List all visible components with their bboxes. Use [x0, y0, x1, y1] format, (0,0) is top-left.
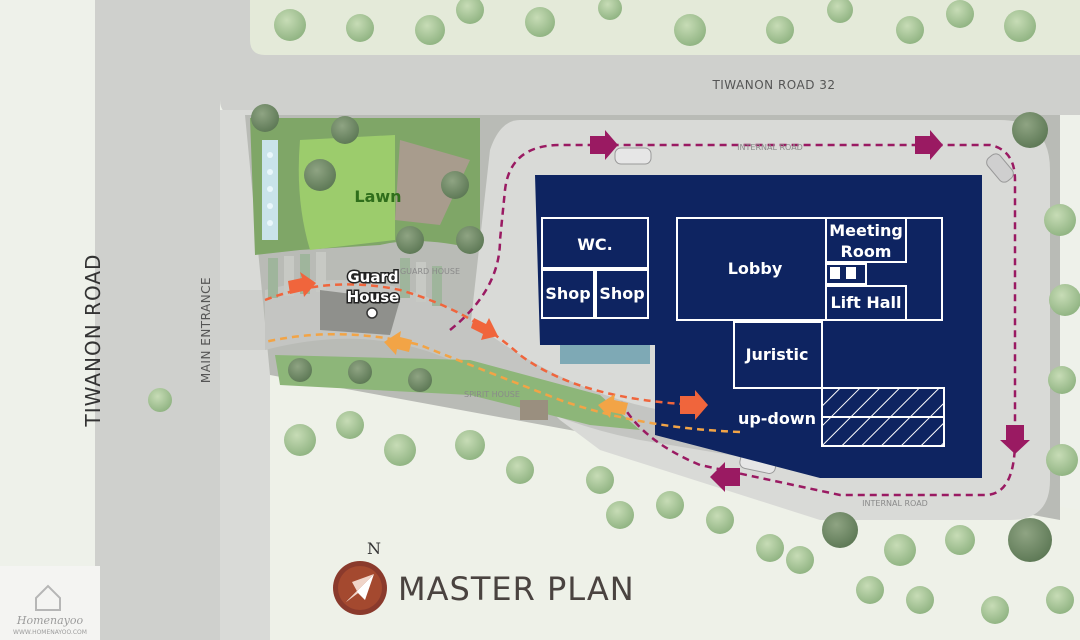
lift-hall [825, 285, 907, 321]
wc-label: WC. [577, 235, 612, 254]
arrow-left-icon [598, 394, 628, 418]
paving-stripes [268, 252, 442, 306]
house-logo-icon [35, 584, 61, 611]
outbound-route-path [264, 332, 741, 434]
meeting-room-label-line1: Meeting [829, 221, 903, 240]
arrow-right-icon [471, 318, 498, 340]
tiwanon-road-label: TIWANON ROAD [81, 254, 105, 428]
guard-house-pad [320, 290, 400, 335]
main-entrance-label: MAIN ENTRANCE [199, 277, 213, 383]
internal-route-arrows [590, 130, 1030, 492]
watermark-box [0, 566, 100, 640]
watermark-url: WWW.HOMENAYOO.COM [13, 629, 87, 636]
arrow-right-icon [915, 130, 943, 160]
trees [148, 0, 1080, 624]
meeting-room [825, 217, 907, 263]
lobby-label: Lobby [728, 259, 783, 278]
shop-2-label: Shop [599, 284, 644, 303]
internal-route-path [449, 143, 1017, 497]
outbound-route-arrows [384, 331, 628, 418]
shop-1 [541, 269, 595, 319]
guard-house-small-label: GUARD HOUSE [400, 267, 460, 276]
watermark-brand: Homenayoo [16, 614, 84, 627]
arrow-left-icon [384, 331, 412, 355]
lift-hall-label: Lift Hall [830, 293, 901, 312]
lift-box [825, 263, 867, 285]
internal-road-top-label: INTERNAL ROAD [737, 143, 803, 152]
up-down-label: up-down [738, 409, 816, 428]
arrow-right-icon [288, 272, 316, 297]
north-green-strip [250, 0, 1080, 60]
water-dots [267, 152, 273, 226]
main-entrance-drive [220, 290, 270, 350]
lawn-label: Lawn [354, 187, 401, 206]
tiwanon-road [95, 0, 220, 640]
north-label: N [367, 539, 381, 558]
lobby [676, 217, 943, 321]
juristic-label: Juristic [745, 345, 809, 364]
juristic-office [733, 321, 823, 389]
internal-road-bottom-label: INTERNAL ROAD [862, 499, 928, 508]
spirit-house [520, 400, 548, 420]
spirit-house-label: SPIRIT HOUSE [464, 390, 520, 399]
tiwanon-road-32 [220, 0, 1080, 115]
guard-house-label-line1: Guard [347, 268, 398, 286]
arrow-left-icon [710, 462, 740, 492]
garden-deck [395, 140, 470, 225]
inbound-route-arrows [288, 272, 708, 420]
compass-north-icon [333, 561, 387, 615]
arrow-right-icon [590, 130, 618, 160]
arrow-down-icon [1000, 425, 1030, 454]
tiwanon-road-32-label: TIWANON ROAD 32 [711, 78, 835, 92]
arrow-right-icon [680, 390, 708, 420]
wc-room [541, 217, 649, 269]
master-plan-title: MASTER PLAN [398, 570, 635, 608]
lift-1-icon [830, 267, 840, 279]
lift-2-icon [846, 267, 856, 279]
meeting-room-label-line2: Room [841, 242, 892, 261]
guard-house-label-line2: House [347, 288, 400, 306]
shop-2 [595, 269, 649, 319]
guard-house-marker [366, 307, 378, 319]
shop-1-label: Shop [545, 284, 590, 303]
